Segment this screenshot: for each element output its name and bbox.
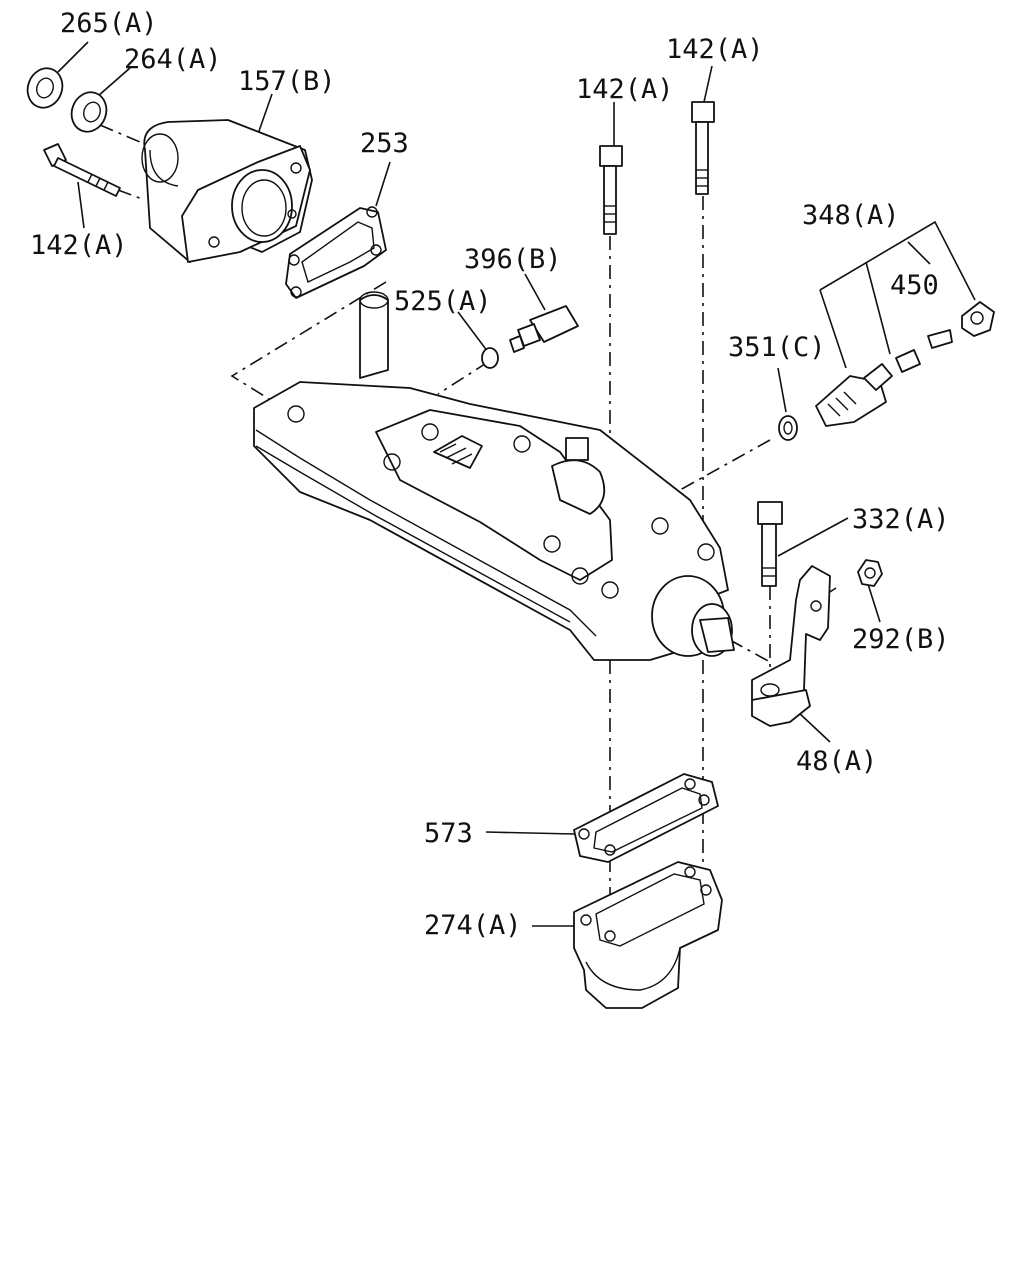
label-142a-left: 142(A) [30, 230, 128, 261]
oring-525a-part [481, 347, 499, 369]
label-48a: 48(A) [796, 746, 877, 777]
leader-lines [57, 41, 976, 928]
label-450: 450 [890, 270, 939, 301]
label-264a: 264(A) [124, 44, 222, 75]
housing-157b-part [141, 119, 313, 263]
fitting-348a-part [815, 301, 995, 427]
sensor-396b-part [509, 305, 579, 353]
gasket-573-part [573, 773, 719, 863]
label-573: 573 [424, 818, 473, 849]
valve-body-part [253, 291, 735, 661]
label-351c: 351(C) [728, 332, 826, 363]
bolt-142a-mid-part [599, 145, 623, 235]
washer-351c-part [778, 415, 798, 441]
bolt-142a-top-part [691, 101, 715, 195]
label-292b: 292(B) [852, 624, 950, 655]
cover-274a-part [573, 861, 723, 1009]
seal-264a-part [70, 91, 108, 133]
label-396b: 396(B) [464, 244, 562, 275]
bolt-332a-part [757, 501, 783, 587]
label-525a: 525(A) [394, 286, 492, 317]
nut-292b-part [857, 559, 883, 587]
bolt-142a-left-part [43, 143, 121, 197]
label-157b: 157(B) [238, 66, 336, 97]
label-348a: 348(A) [802, 200, 900, 231]
part-labels: 265(A) 264(A) 157(B) 142(A) 253 142(A) 1… [30, 8, 950, 941]
label-253: 253 [360, 128, 409, 159]
bracket-48a-part [751, 565, 831, 727]
label-142a-top: 142(A) [666, 34, 764, 65]
label-142a-mid: 142(A) [576, 74, 674, 105]
washer-265a-part [26, 67, 64, 109]
label-332a: 332(A) [852, 504, 950, 535]
gasket-253-part [285, 206, 387, 299]
label-274a: 274(A) [424, 910, 522, 941]
label-265a: 265(A) [60, 8, 158, 39]
